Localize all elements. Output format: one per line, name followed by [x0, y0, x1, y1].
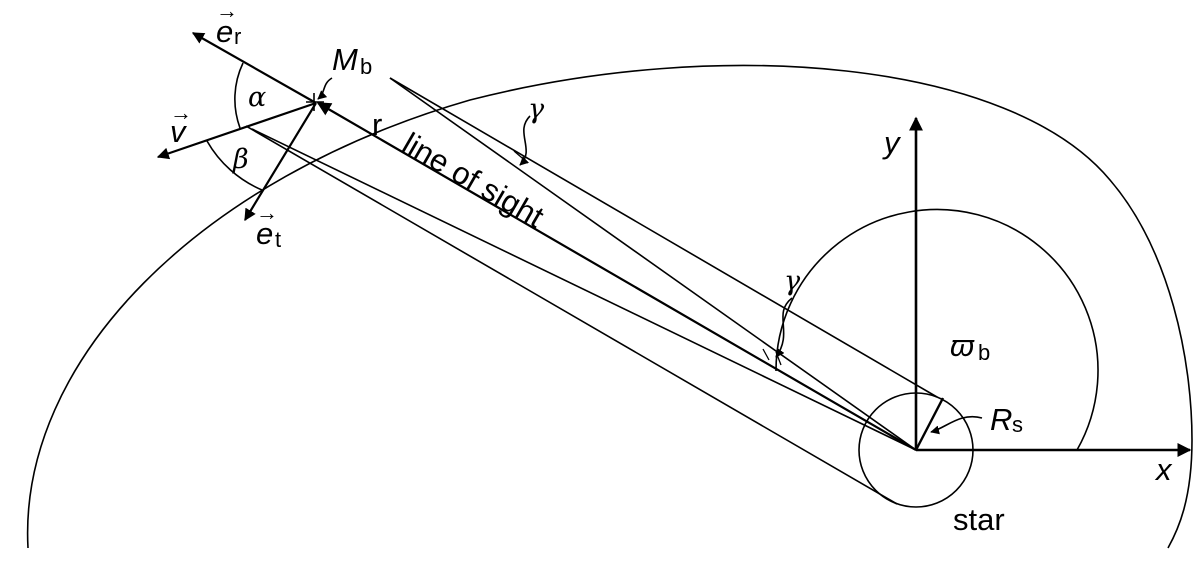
r-s-label: R [990, 402, 1012, 437]
varpi-label: ϖ [950, 328, 975, 363]
gamma-bottom-tick-1 [762, 348, 770, 361]
cone-line-inner-lower [251, 128, 917, 451]
e-t-label: e [256, 216, 273, 251]
e-t-vector [244, 102, 317, 222]
orbit-ellipse [26, 64, 1193, 549]
alpha-label: α [248, 82, 266, 113]
r-label: r [372, 107, 382, 142]
beta-arc [206, 140, 263, 191]
r-s-sub: s [1012, 412, 1023, 437]
v-label: v [170, 114, 187, 149]
cone-line-mid [389, 77, 917, 451]
alpha-arc [234, 62, 244, 129]
varpi-sub: b [978, 340, 990, 365]
gamma-bottom-pointer [775, 297, 793, 358]
line-of-sight-label: line of sight [397, 126, 551, 235]
e-t-sub: t [275, 227, 281, 252]
e-r-arrow-glyph: → [216, 0, 238, 23]
gamma-top-label: γ [528, 94, 545, 125]
e-t-arrow-glyph: → [256, 200, 278, 225]
varpi-arc [775, 208, 1099, 451]
gamma-top-pointer [519, 115, 531, 166]
y-axis-label: y [882, 125, 902, 160]
v-arrow-glyph: → [170, 100, 192, 125]
star-radius-line [914, 397, 945, 451]
e-r-vector [191, 32, 317, 104]
rs-pointer [930, 415, 983, 435]
m-b-label: M [332, 42, 358, 77]
cone-line-lower [245, 125, 898, 505]
e-r-label: e [216, 14, 233, 49]
x-axis-label: x [1154, 452, 1173, 487]
mb-pointer [317, 77, 333, 100]
m-b-sub: b [360, 54, 372, 79]
line-of-sight-vector [316, 102, 917, 451]
beta-label: β [232, 144, 249, 175]
gamma-bottom-label: γ [784, 266, 801, 297]
star-label: star [953, 502, 1005, 537]
e-r-sub: r [234, 24, 241, 49]
cone-line-upper [389, 77, 938, 398]
v-vector [156, 101, 317, 160]
